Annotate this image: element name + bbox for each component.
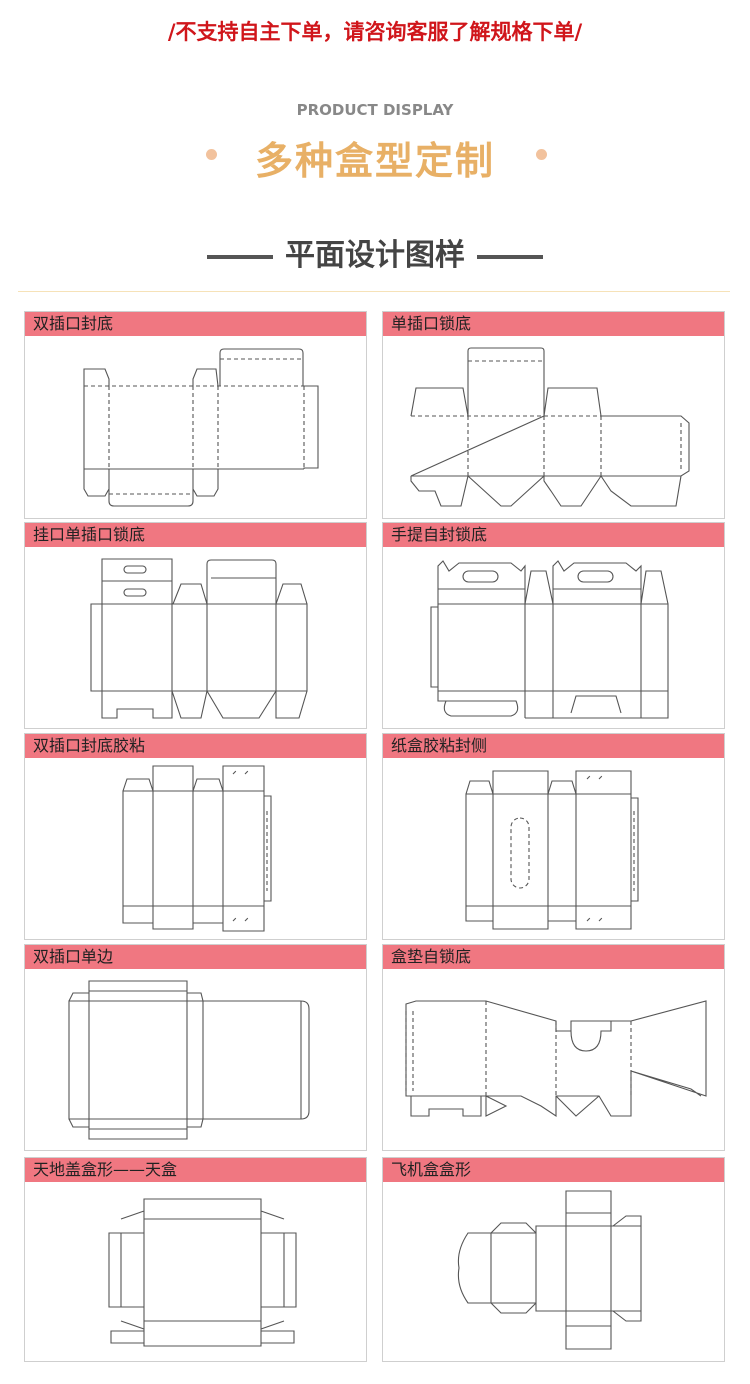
- section-title: 多种盒型定制: [254, 139, 495, 183]
- card-title: 飞机盒盒形: [383, 1158, 724, 1182]
- card-title: 双插口封底: [25, 312, 366, 336]
- dieline-diagram: [430, 560, 669, 719]
- box-card-handle-lock: 手提自封锁底: [382, 522, 725, 729]
- box-card-double-tuck: 双插口封底: [24, 311, 367, 519]
- box-card-mailer-box: 飞机盒盒形: [382, 1157, 725, 1362]
- box-card-double-tuck-glued: 双插口封底胶粘: [24, 733, 367, 940]
- dieline-diagram: [108, 1198, 297, 1347]
- card-title: 双插口封底胶粘: [25, 734, 366, 758]
- box-card-double-tuck-single-side: 双插口单边: [24, 944, 367, 1151]
- box-card-glued-side: 纸盒胶粘封侧: [382, 733, 725, 940]
- separator: [18, 291, 730, 292]
- divider-line: [477, 254, 543, 259]
- card-title: 天地盖盒形——天盒: [25, 1158, 366, 1182]
- section-subtitle: 平面设计图样: [0, 230, 750, 274]
- dieline-diagram: [457, 1190, 642, 1350]
- box-card-lid-box: 天地盖盒形——天盒: [24, 1157, 367, 1362]
- card-title: 双插口单边: [25, 945, 366, 969]
- subtitle-text: 平面设计图样: [285, 238, 465, 273]
- dot-decoration: [536, 149, 547, 160]
- card-title: 单插口锁底: [383, 312, 724, 336]
- dieline-diagram: [83, 348, 319, 507]
- dieline-diagram: [90, 558, 308, 719]
- section-en-title: PRODUCT DISPLAY: [296, 101, 454, 119]
- card-title: 手提自封锁底: [383, 523, 724, 547]
- dieline-diagram: [405, 1000, 707, 1118]
- dieline-diagram: [410, 347, 690, 507]
- dieline-diagram: [68, 980, 310, 1140]
- card-title: 盒垫自锁底: [383, 945, 724, 969]
- card-title: 纸盒胶粘封侧: [383, 734, 724, 758]
- order-notice: /不支持自主下单，请咨询客服了解规格下单/: [167, 20, 583, 44]
- dieline-diagram: [465, 770, 639, 930]
- box-card-hang-tab-lock: 挂口单插口锁底: [24, 522, 367, 729]
- box-card-single-tuck-lock: 单插口锁底: [382, 311, 725, 519]
- box-card-pad-lock: 盒垫自锁底: [382, 944, 725, 1151]
- divider-line: [207, 254, 273, 259]
- dot-decoration: [206, 149, 217, 160]
- card-title: 挂口单插口锁底: [25, 523, 366, 547]
- dieline-diagram: [122, 765, 272, 932]
